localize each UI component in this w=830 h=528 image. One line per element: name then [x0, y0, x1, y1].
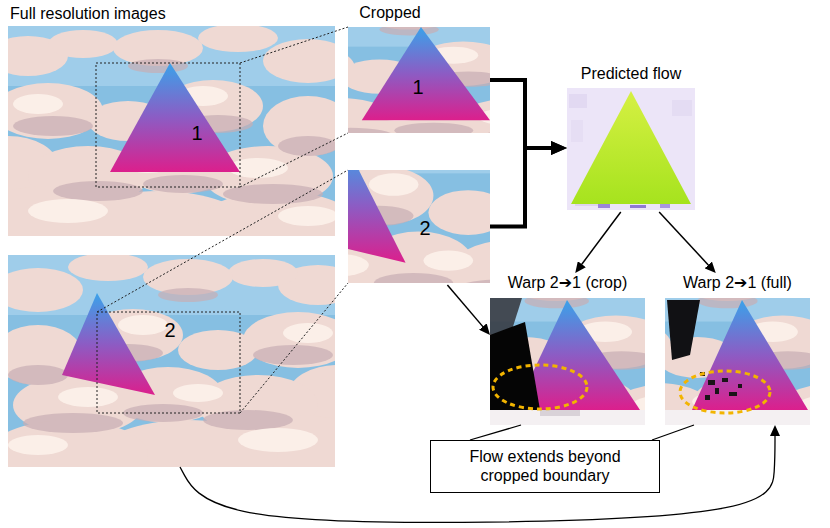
warped-image — [540, 410, 580, 416]
warped-image — [667, 300, 700, 360]
column-heading: Cropped — [359, 3, 420, 22]
full-image — [0, 24, 358, 261]
highlight-ellipse — [493, 365, 770, 413]
flow-image — [672, 100, 692, 116]
arrow-connector — [659, 212, 709, 266]
zoom-line — [240, 283, 348, 413]
crop-region — [97, 312, 240, 413]
full-image — [0, 253, 388, 490]
warped-image — [715, 388, 719, 394]
image-panel: 1 — [348, 27, 490, 133]
flow-image — [630, 205, 646, 208]
arrow-connector — [581, 212, 621, 265]
zoom-line — [97, 170, 348, 312]
arrow-connector — [447, 285, 483, 327]
flow-image — [567, 88, 695, 210]
flow-image — [598, 204, 610, 208]
column-heading: Cropped — [359, 3, 420, 22]
flow-image — [569, 94, 587, 108]
leader-line — [652, 425, 694, 440]
warped-image — [729, 392, 737, 396]
full-image — [0, 24, 358, 261]
image-panel: 1 — [8, 26, 335, 236]
image-number: 1 — [191, 122, 202, 144]
callout-box: Flow extends beyond cropped boundary — [430, 440, 660, 493]
warped-image — [708, 380, 715, 385]
image-number: 2 — [164, 319, 175, 341]
panel-title: Warp 2➔1 (full) — [683, 273, 792, 292]
warped-image — [700, 372, 742, 400]
highlight-ellipse — [493, 365, 587, 409]
flow-image — [567, 88, 695, 210]
flow-image — [660, 204, 670, 208]
flow-image — [571, 120, 583, 142]
flow-image — [571, 91, 691, 204]
cropped-image — [212, 0, 606, 196]
cropped-image — [212, 0, 606, 196]
column-heading: Full resolution images — [10, 4, 166, 23]
warped-image — [705, 395, 710, 400]
warped-image — [692, 300, 808, 410]
arrow-connector — [490, 80, 552, 148]
zoom-line — [240, 27, 348, 63]
image-number: 1 — [412, 76, 423, 98]
flow-panel: Predicted flow — [567, 64, 695, 210]
warped-image — [722, 378, 728, 382]
crop-region — [96, 63, 240, 187]
full-image — [0, 253, 388, 490]
image-panel: 2 — [348, 170, 490, 283]
arrow-connector — [180, 435, 775, 522]
callout-text: Flow extends beyond cropped boundary — [455, 447, 635, 485]
warped-image — [490, 410, 645, 425]
image-panel: 2 — [8, 255, 335, 467]
column-heading: Full resolution images — [10, 4, 166, 23]
panel-title: Predicted flow — [581, 64, 682, 83]
image-panel: Warp 2➔1 (crop) — [490, 273, 645, 425]
warped-image — [738, 384, 742, 388]
leader-line — [470, 425, 521, 440]
zoom-line — [97, 27, 348, 413]
image-number: 2 — [419, 217, 430, 239]
highlight-ellipse — [680, 371, 770, 413]
panel-title: Warp 2➔1 (crop) — [508, 273, 628, 292]
image-panel: Warp 2➔1 (full) — [665, 273, 810, 425]
arrow-connector — [490, 148, 552, 227]
